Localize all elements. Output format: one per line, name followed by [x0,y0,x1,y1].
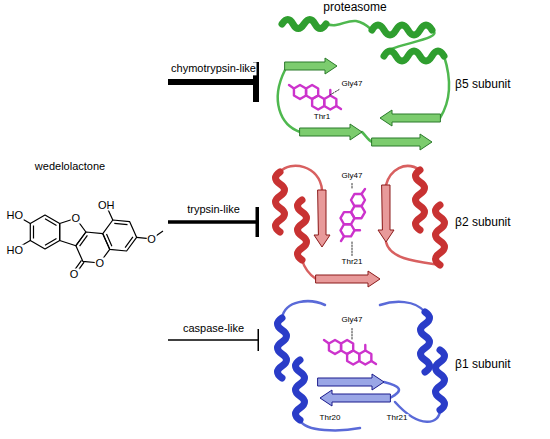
ribbon-part [103,220,137,251]
ribbon-part [30,215,59,249]
ribbon-part [341,189,366,241]
ribbon-part [436,205,445,265]
atom-label: O [69,268,80,279]
connector-line [168,79,259,85]
diagram-title: proteasome [323,1,386,15]
molecule-structure [15,205,163,274]
residue-label: Gly47 [341,316,364,324]
ribbon-part [372,134,432,150]
ribbon-part [289,85,341,110]
ribbon-part [282,20,326,29]
connector-line [168,220,259,224]
ribbon-part [298,200,307,260]
beta5-ribbon [278,20,449,151]
activity-label: trypsin-like [186,204,241,217]
ribbon-part [372,25,432,35]
ribbon-part [276,172,285,232]
ribbon-part [421,312,430,372]
molecule-node: wedelolactone [0,40,168,370]
ribbon-part [330,89,340,95]
atom-label: OH [97,200,116,211]
connector-line [168,339,259,341]
residue-label: Gly47 [341,80,364,88]
residue-label: Gly47 [341,172,364,180]
ribbon-part [380,110,440,126]
ribbon-part [314,190,330,247]
ribbon-part [436,350,445,410]
residue-label: Thr21 [386,414,409,422]
ribbon-part [352,183,353,256]
inhibition-bar [258,329,260,351]
atom-label: HO [5,244,24,255]
ribbon-part [107,223,133,247]
ribbon-part [352,327,353,339]
ribbon-part [280,166,440,279]
ribbon-part [278,318,287,378]
atom-label: O [94,258,105,269]
beta1-ribbon [278,301,445,430]
ribbon-part [80,235,88,246]
ribbon-part [324,340,376,365]
ribbon-part [318,374,384,390]
ribbon-part [320,390,390,406]
atom-label: O [71,213,82,224]
ribbon-part [316,271,380,287]
residue-label: Thr1 [313,113,331,121]
activity-label: chymotrypsin-like [170,62,257,75]
residue-label: Thr21 [341,258,364,266]
atom-label: HO [5,209,24,220]
beta2-ribbon [276,166,445,287]
subunit-node: β5 subunit [262,14,548,155]
subunit-label: β1 subunit [455,358,511,372]
activity-label: caspase-like [182,323,245,336]
subunit-node: β2 subunit [262,158,548,288]
ribbon-part [278,21,449,142]
ribbon-part [416,170,425,230]
compound-name: wedelolactone [35,160,105,173]
ribbon-part [282,301,440,430]
ribbon-part [378,185,394,242]
inhibition-bar [256,207,260,237]
subunit-label: β5 subunit [455,78,511,92]
ribbon-part [285,58,337,74]
ribbon-part [15,205,113,249]
ribbon-part [34,219,57,246]
ribbon-part [384,51,444,61]
inhibition-connector [168,62,259,102]
residue-label: Thr20 [319,414,342,422]
atom-label: O [146,233,157,244]
subunit-label: β2 subunit [455,216,511,230]
ribbon-part [300,124,362,140]
ribbon-part [296,360,305,420]
